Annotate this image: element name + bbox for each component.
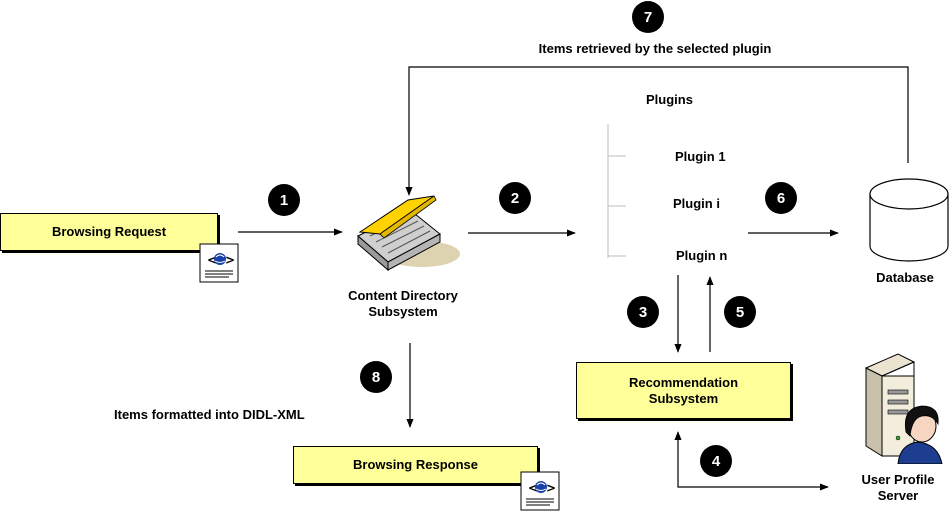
recommendation-subsystem-box: Recommendation Subsystem	[576, 362, 791, 419]
plugin-1-label: Plugin 1	[675, 149, 726, 164]
svg-text:<: <	[528, 481, 538, 495]
arrow-database-to-directory	[405, 66, 909, 196]
xml-document-icon: < >	[199, 243, 241, 290]
book-icon	[350, 192, 462, 279]
step-badge: 5	[724, 296, 756, 328]
content-directory-label-line2: Subsystem	[368, 304, 438, 319]
step-badge: 1	[268, 184, 300, 216]
content-directory-label: Content Directory Subsystem	[330, 288, 476, 320]
step-badge: 6	[765, 182, 797, 214]
xml-document-icon: < >	[520, 471, 562, 512]
step-badge: 2	[499, 182, 531, 214]
label-items-formatted: Items formatted into DIDL-XML	[114, 407, 305, 422]
step-badge: 4	[700, 445, 732, 477]
content-directory-label-line1: Content Directory	[348, 288, 458, 303]
browsing-response-box: Browsing Response	[293, 446, 538, 484]
svg-text:>: >	[225, 253, 235, 267]
server-with-user-icon	[852, 346, 948, 469]
arrow-recommendation-profile-link	[674, 431, 829, 491]
plugins-bracket	[607, 124, 626, 258]
step-badge: 3	[627, 296, 659, 328]
user-profile-label-line1: User Profile	[861, 472, 935, 487]
label-items-retrieved: Items retrieved by the selected plugin	[538, 41, 772, 56]
svg-text:<: <	[207, 253, 217, 267]
svg-text:>: >	[546, 481, 556, 495]
database-icon	[868, 176, 950, 271]
step-badge: 7	[632, 1, 664, 33]
user-profile-label-line2: Server	[877, 488, 919, 503]
step-badge: 8	[360, 361, 392, 393]
plugin-n-label: Plugin n	[676, 248, 728, 263]
browsing-response-label: Browsing Response	[353, 457, 478, 472]
recommendation-label-line2: Subsystem	[648, 390, 719, 406]
user-profile-server-label: User Profile Server	[848, 472, 948, 504]
browsing-request-box: Browsing Request	[0, 213, 218, 251]
browsing-request-label: Browsing Request	[51, 224, 167, 239]
recommendation-label-line1: Recommendation	[628, 374, 739, 390]
plugin-i-label: Plugin i	[673, 196, 720, 211]
plugins-title: Plugins	[646, 92, 693, 107]
database-label: Database	[876, 270, 934, 285]
